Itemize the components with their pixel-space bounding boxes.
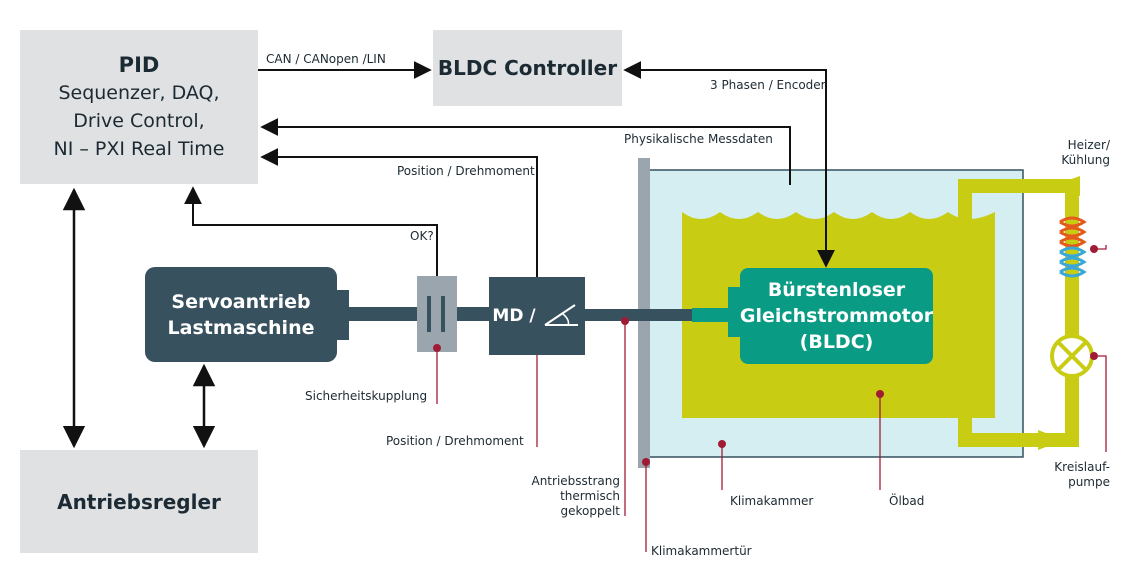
label-strang-line-1: Antriebsstrang — [531, 474, 620, 488]
servo-flange — [337, 290, 349, 340]
label-klimakammer: Klimakammer — [730, 494, 814, 508]
pump-icon — [1050, 334, 1094, 378]
circuit-arrow-bottom — [1038, 430, 1064, 450]
bldc-controller-box: BLDC Controller — [433, 30, 622, 106]
label-heizer-line-1: Heizer/ — [1067, 138, 1110, 152]
md-block: MD / — [489, 277, 585, 355]
label-pumpe: Kreislauf- pumpe — [1040, 460, 1110, 490]
label-pumpe-line-1: Kreislauf- — [1054, 460, 1110, 474]
label-heizer: Heizer/ Kühlung — [1040, 138, 1110, 168]
servo-line-2: Lastmaschine — [167, 316, 315, 339]
pid-line-2: Drive Control, — [73, 110, 205, 132]
motor-line-2: Gleichstrommotor — [739, 305, 934, 327]
motor-line-1: Bürstenloser — [767, 279, 906, 301]
label-phasen: 3 Phasen / Encoder — [710, 78, 826, 92]
label-antriebsstrang: Antriebsstrang thermisch gekoppelt — [520, 474, 620, 519]
label-position-top: Position / Drehmoment — [397, 164, 535, 178]
label-klimakammertuer: Klimakammertür — [651, 544, 752, 558]
label-sicherheit: Sicherheitskupplung — [305, 389, 428, 403]
pid-line-3: NI – PXI Real Time — [53, 138, 225, 160]
label-messdaten: Physikalische Messdaten — [624, 132, 773, 146]
pid-title: PID — [118, 53, 160, 77]
arrow-phasen-down — [720, 69, 835, 268]
safety-coupling — [417, 276, 457, 352]
arrow-messdaten — [260, 118, 791, 185]
motor-line-3: (BLDC) — [799, 331, 874, 353]
md-label: MD / — [492, 306, 536, 326]
bldc-motor-block: Bürstenloser Gleichstrommotor (BLDC) — [740, 268, 933, 364]
motor-flange — [728, 287, 740, 337]
pid-box: PID Sequenzer, DAQ, Drive Control, NI – … — [20, 30, 258, 184]
label-pumpe-line-2: pumpe — [1068, 475, 1110, 489]
oil-circuit — [958, 179, 1079, 447]
coil-heater-icon — [1059, 216, 1087, 278]
label-position-bottom: Position / Drehmoment — [386, 434, 524, 448]
antriebsregler-box: Antriebsregler — [20, 450, 258, 553]
label-strang-line-2: thermisch — [560, 489, 620, 503]
arrow-position — [260, 148, 538, 277]
label-heizer-line-2: Kühlung — [1061, 153, 1110, 167]
servo-block: Servoantrieb Lastmaschine — [145, 267, 337, 362]
label-oelbad: Ölbad — [889, 494, 925, 508]
label-ok: OK? — [410, 229, 434, 243]
callout-lines — [436, 245, 1107, 552]
label-can: CAN / CANopen /LIN — [266, 52, 386, 66]
servo-line-1: Servoantrieb — [171, 290, 311, 313]
pid-line-1: Sequenzer, DAQ, — [58, 82, 220, 104]
arrow-ok — [184, 186, 438, 276]
label-strang-line-3: gekoppelt — [560, 504, 620, 518]
circuit-arrow-top — [1052, 176, 1080, 196]
